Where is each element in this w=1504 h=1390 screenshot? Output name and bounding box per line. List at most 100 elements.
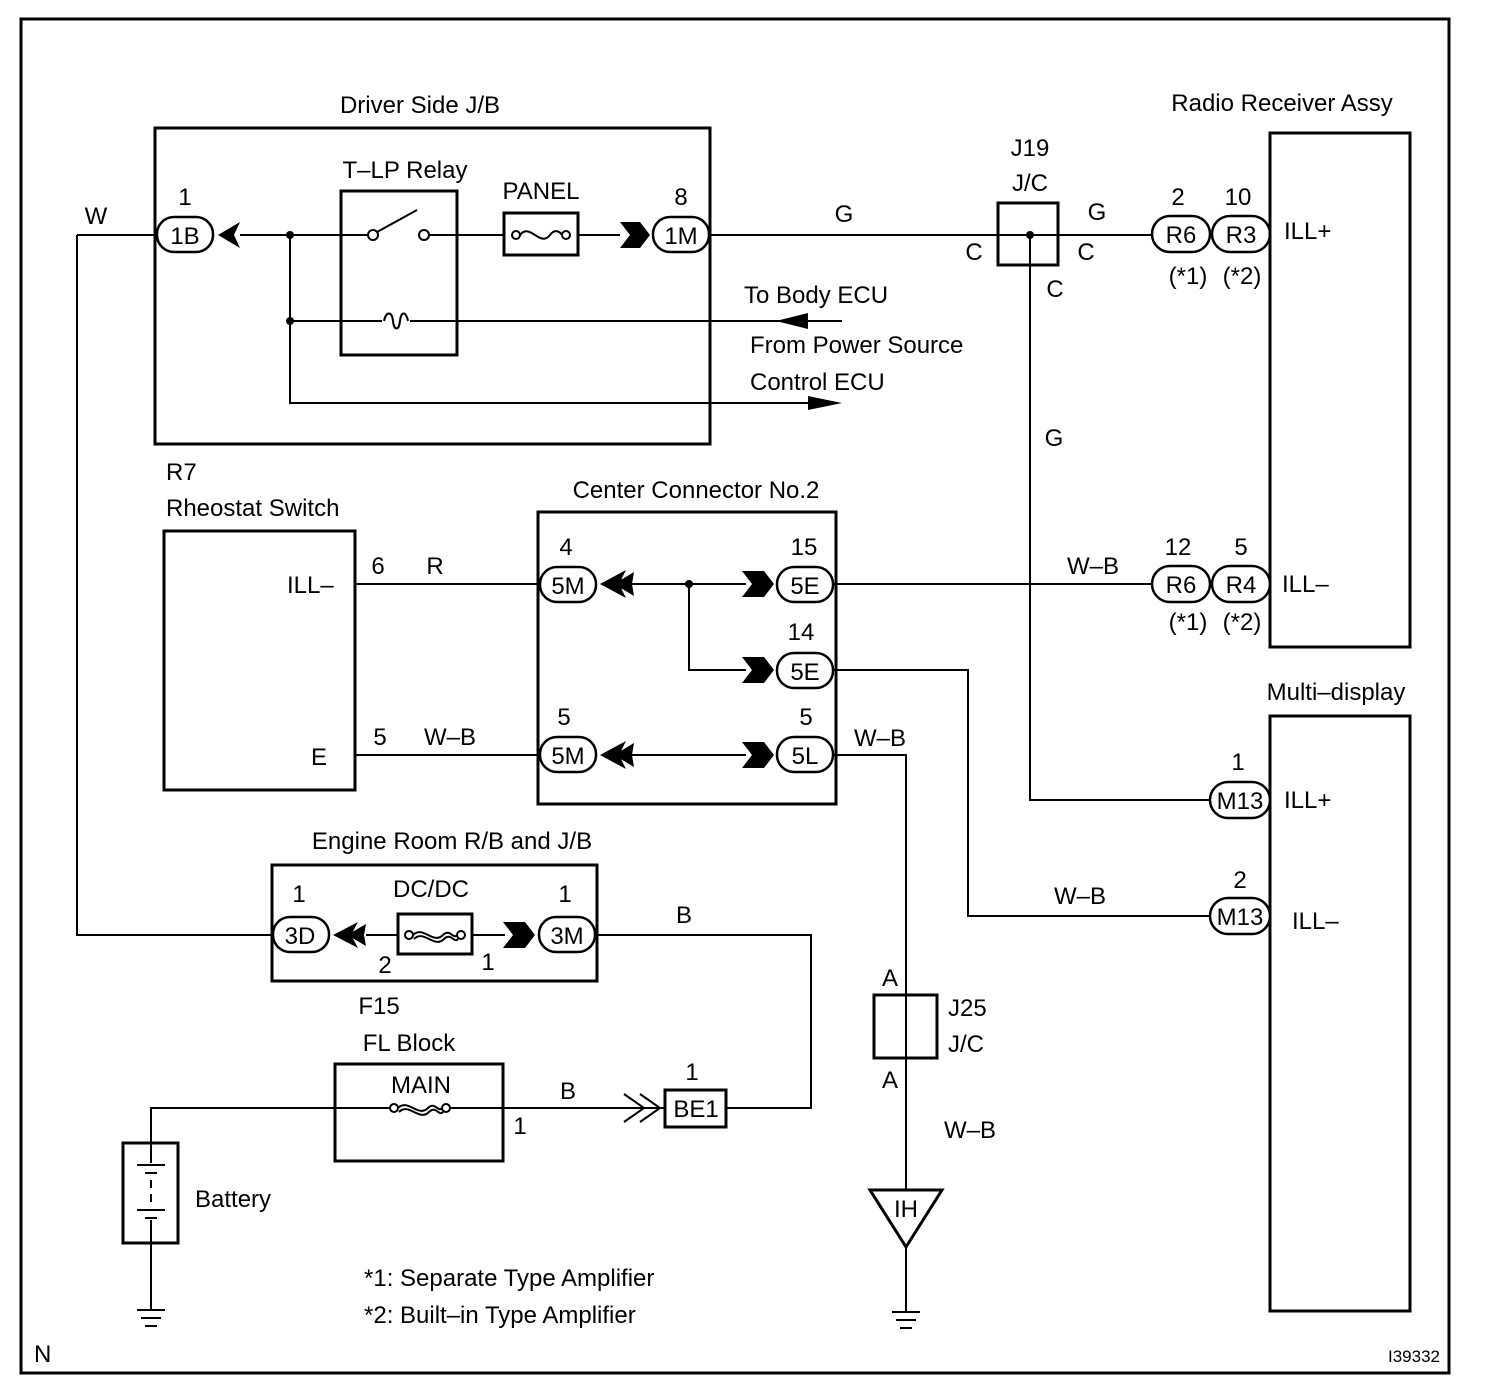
from-power-label-2: Control ECU: [750, 369, 885, 396]
battery-icon: [137, 1143, 165, 1243]
radio-receiver-box: [1268, 131, 1412, 649]
connector-3d: [271, 915, 331, 954]
arrow-body-ecu: [776, 313, 808, 329]
engine-room-box: [270, 863, 599, 983]
panel-fuse-title: PANEL: [503, 178, 580, 205]
connector-3m-arrow: [503, 922, 535, 948]
connector-3m-label: 3M: [550, 923, 583, 950]
figure-id: I39332: [1388, 1347, 1440, 1366]
connector-5e-b-arrow: [742, 657, 774, 683]
pin-rheo-e: 5: [373, 724, 386, 751]
arrow-power-ecu: [808, 396, 842, 410]
outer-frame: [19, 17, 1451, 1375]
connector-1m-label: 1M: [664, 223, 697, 250]
connector-m13a-label: M13: [1217, 788, 1264, 815]
radio-ill-plus: ILL+: [1284, 218, 1331, 245]
pin-5l: 5: [799, 704, 812, 731]
pin-r4: 5: [1234, 534, 1247, 561]
f15-label: F15: [358, 993, 399, 1020]
fl-block-title: FL Block: [363, 1030, 456, 1057]
pin-3m: 1: [558, 881, 571, 908]
wire-label-c1: C: [965, 239, 982, 266]
connector-m13a: [1208, 780, 1272, 820]
j19-jc-label: J/C: [1012, 170, 1048, 197]
driver-jb-title: Driver Side J/B: [340, 92, 500, 119]
radio-ill-minus: ILL–: [1282, 571, 1329, 598]
dcdc-fuse-icon: [412, 931, 459, 943]
multi-display-title: Multi–display: [1267, 679, 1406, 706]
pin-1b: 1: [178, 184, 191, 211]
battery-label: Battery: [195, 1186, 271, 1213]
connector-5m-a-label: 5M: [551, 573, 584, 600]
connector-1b: [155, 215, 215, 254]
wire-label-c2: C: [1077, 239, 1094, 266]
note-r6b: (*1): [1169, 609, 1208, 636]
j25-jc-label: J/C: [948, 1031, 984, 1058]
multi-display-box: [1268, 714, 1412, 1313]
wire-label-wb1: W–B: [424, 724, 476, 751]
wire-battery-to-main: [150, 1107, 390, 1143]
wire-g-to-m13: [1029, 235, 1212, 801]
j25-box: [872, 993, 939, 1060]
j25-title: J25: [948, 995, 987, 1022]
note-1: *1: Separate Type Amplifier: [364, 1265, 654, 1292]
pin-r3: 10: [1225, 184, 1252, 211]
center-connector-box: [536, 510, 838, 806]
md-ill-minus: ILL–: [1292, 908, 1339, 935]
note-r3: (*2): [1223, 263, 1262, 290]
ih-ground-point: [867, 1188, 945, 1250]
note-2: *2: Built–in Type Amplifier: [364, 1302, 636, 1329]
fl-block-box: [333, 1062, 505, 1163]
be1-arrow: [623, 1093, 662, 1123]
rheostat-title: Rheostat Switch: [166, 495, 339, 522]
wire-label-g2: G: [1088, 199, 1107, 226]
wire-label-w: W: [85, 203, 108, 230]
connector-r3-label: R3: [1226, 222, 1257, 249]
connector-1b-arrow: [218, 222, 240, 248]
wire-label-c3: C: [1046, 276, 1063, 303]
wire-label-b1: B: [676, 902, 692, 929]
pin-5m-a: 4: [559, 534, 572, 561]
pin-5m-b: 5: [557, 704, 570, 731]
radio-title: Radio Receiver Assy: [1171, 90, 1392, 117]
relay-contact-left: [367, 229, 379, 241]
wire-wb-to-m13b: [833, 669, 1212, 917]
connector-r6a: [1150, 214, 1212, 254]
fuse-end-left: [511, 230, 521, 240]
wire-label-a2: A: [882, 1067, 898, 1094]
connector-be1-label: BE1: [673, 1096, 718, 1123]
note-r6a: (*1): [1169, 263, 1208, 290]
wire-label-a1: A: [882, 965, 898, 992]
pin-main: 1: [513, 1113, 526, 1140]
engine-room-title: Engine Room R/B and J/B: [312, 828, 592, 855]
connector-3d-arrow: [333, 922, 366, 948]
relay-contact-right: [418, 229, 430, 241]
wire-label-g3: G: [1045, 425, 1064, 452]
dcdc-title: DC/DC: [393, 876, 469, 903]
connector-5m-a: [538, 565, 598, 604]
connector-5e-a-label: 5E: [790, 573, 819, 600]
connector-1b-label: 1B: [170, 223, 199, 250]
fuse-end-right: [441, 1103, 451, 1113]
connector-1m-arrow: [620, 222, 650, 248]
center-connector-title: Center Connector No.2: [573, 477, 820, 504]
fuse-end-right: [456, 930, 466, 940]
connector-r6b: [1150, 564, 1212, 604]
j19-title: J19: [1011, 135, 1050, 162]
connector-5m-b: [538, 735, 598, 774]
main-fuse-title: MAIN: [391, 1072, 451, 1099]
pin-1m: 8: [674, 184, 687, 211]
pin-3d: 1: [292, 881, 305, 908]
connector-5m-b-arrow: [600, 741, 634, 769]
note-r4: (*2): [1223, 609, 1262, 636]
corner-label: N: [34, 1341, 51, 1368]
wire-label-wb2: W–B: [1067, 553, 1119, 580]
tlp-relay-title: T–LP Relay: [343, 157, 468, 184]
fuse-end-left: [389, 1103, 399, 1113]
relay-switch-arm: [376, 209, 418, 233]
ground-icon: [137, 1309, 165, 1327]
tlp-relay-box: [339, 189, 459, 357]
connector-r6b-label: R6: [1166, 572, 1197, 599]
wire-label-wb5: W–B: [944, 1117, 996, 1144]
